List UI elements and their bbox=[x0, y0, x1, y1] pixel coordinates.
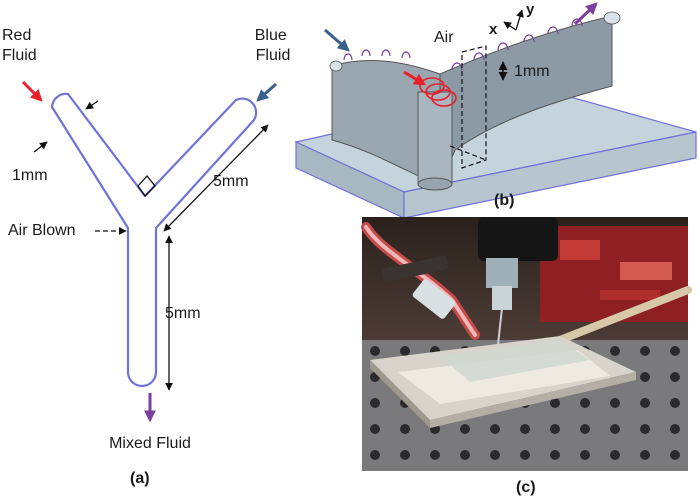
outlet-arrow bbox=[573, 2, 598, 26]
y-axis-arrow bbox=[515, 9, 524, 31]
blue-fluid-label: Blue Fluid bbox=[255, 27, 291, 64]
width-label: 1mm bbox=[12, 167, 48, 184]
air-label: Air bbox=[434, 29, 454, 46]
cross-section-line bbox=[449, 145, 487, 161]
x-axis-label: x bbox=[489, 21, 498, 38]
blue-fluid-arrow bbox=[256, 82, 277, 102]
stem-length-label: 5mm bbox=[165, 305, 201, 322]
arm-length-label: 5mm bbox=[213, 173, 249, 190]
red-inlet-arrow bbox=[403, 70, 427, 86]
mixed-fluid-label: Mixed Fluid bbox=[109, 435, 191, 452]
wall-right-top bbox=[603, 11, 621, 25]
panel-b: Air y x 1mm (b) bbox=[294, 1, 697, 219]
panel-c: (c) bbox=[361, 217, 692, 496]
outlet-column bbox=[417, 91, 453, 185]
red-fluid-arrow bbox=[21, 80, 43, 102]
height-label: 1mm bbox=[514, 63, 550, 80]
right-angle-marker bbox=[137, 174, 156, 198]
y-channel bbox=[50, 92, 258, 388]
wall-right bbox=[439, 15, 613, 187]
wall-left-top bbox=[329, 60, 343, 72]
cross-section-plane bbox=[461, 45, 487, 169]
caption-a: (a) bbox=[130, 470, 150, 487]
channel-coils bbox=[343, 18, 583, 71]
width-arrow-inner bbox=[33, 141, 48, 153]
arm-length-arrow bbox=[163, 124, 269, 232]
x-axis-arrow bbox=[503, 21, 517, 31]
experiment-photo bbox=[361, 217, 692, 471]
caption-c: (c) bbox=[516, 479, 536, 496]
red-fluid-coil bbox=[419, 77, 457, 107]
red-fluid-label: Red Fluid bbox=[2, 27, 37, 64]
blue-inlet-arrow bbox=[324, 28, 350, 52]
caption-b: (b) bbox=[494, 192, 514, 209]
outlet-column-bottom bbox=[417, 177, 453, 191]
width-arrow-outer bbox=[85, 100, 99, 110]
panel-a: Red Fluid Blue Fluid 1mm 5mm 5mm Air Blo… bbox=[2, 27, 291, 487]
base-side bbox=[403, 131, 697, 219]
y-axis-label: y bbox=[526, 1, 535, 18]
air-blown-label: Air Blown bbox=[8, 222, 76, 239]
